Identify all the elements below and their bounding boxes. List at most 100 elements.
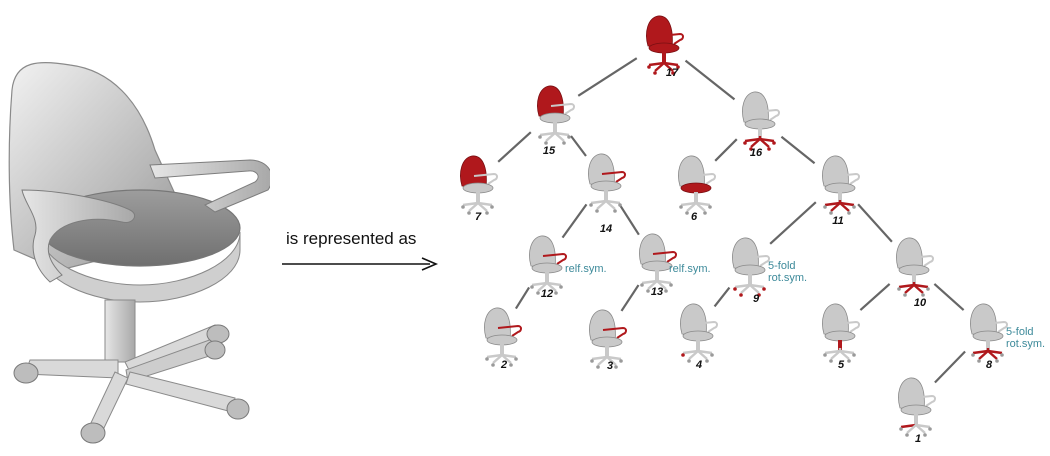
chair-icon-seat — [462, 182, 494, 194]
chair-icon-leg — [663, 61, 679, 67]
chair-icon-leg — [682, 349, 699, 355]
chair-icon-seat — [900, 404, 932, 416]
chair-icon-leg — [898, 283, 915, 289]
chair-icon-leg — [546, 282, 557, 292]
chair-icon-arm — [745, 254, 770, 267]
chair-icon-wheel — [923, 433, 927, 437]
node-label-6: 6 — [691, 211, 698, 223]
chair-icon-leg — [545, 132, 556, 142]
annotation-13: relf.sym. — [669, 263, 711, 275]
chair-icon-wheel — [897, 287, 901, 291]
chair-icon-leg — [744, 137, 761, 143]
chair-icon-wheel — [536, 291, 540, 295]
chair-icon-wheel — [590, 359, 594, 363]
chair-icon-wheel — [589, 203, 593, 207]
chair-icon-leg — [605, 200, 616, 210]
arrow — [282, 257, 439, 271]
chair-icon-wheel — [749, 147, 753, 151]
tree-node-14: 14 — [588, 153, 626, 235]
node-label-9: 9 — [753, 293, 760, 305]
chair-icon-arm — [602, 326, 627, 339]
chair-icon-wheel — [491, 363, 495, 367]
chair-icon-wheel — [669, 283, 673, 287]
chair-icon-leg — [486, 353, 503, 359]
tree-node-11: 11 — [822, 155, 860, 227]
chair-icon-wheel — [514, 357, 518, 361]
chair-icon-wheel — [995, 359, 999, 363]
chair-icon-pole — [696, 340, 700, 350]
chair-icon-wheel — [544, 141, 548, 145]
node-label-11: 11 — [832, 215, 843, 227]
node-label-16: 16 — [750, 147, 763, 159]
chair-icon-seat — [590, 180, 622, 192]
chair-icon-seat — [824, 182, 856, 194]
node-label-7: 7 — [475, 211, 482, 223]
chair-icon-pole — [605, 346, 609, 356]
tree-node-1: 1 — [898, 377, 936, 445]
tree-node-13: 13 — [639, 233, 677, 298]
chair-icon-back — [537, 85, 564, 119]
chair-seat-side — [39, 231, 241, 303]
chair-icon-leg — [830, 350, 841, 360]
chair-icon-arm — [911, 394, 936, 407]
tree-edge-11-9 — [769, 201, 817, 245]
chair-icon-seat — [648, 42, 680, 54]
chair-icon-wheel — [905, 433, 909, 437]
tree-edge-16-6 — [714, 138, 738, 162]
chair-icon-leg — [697, 350, 708, 360]
chair-icon-wheel — [640, 283, 644, 287]
chair-icon-wheel — [739, 293, 743, 297]
chair-icon-wheel — [1000, 353, 1004, 357]
chair-icon-wheel — [562, 141, 566, 145]
chair-icon-seat — [734, 264, 766, 276]
chair-icon-back — [646, 15, 673, 49]
chair-icon-leg — [539, 131, 556, 137]
node-label-4: 4 — [695, 359, 702, 371]
chair-icon-leg — [468, 202, 479, 212]
chair-icon-back — [822, 155, 849, 189]
chair-icon-wheel — [772, 141, 776, 145]
chair-icon-back — [529, 235, 556, 269]
chair-icon-back — [589, 309, 616, 343]
chair-icon-leg — [987, 349, 1003, 355]
chair-icon-pole — [838, 192, 842, 202]
chair-icon-pole — [914, 414, 918, 424]
annotation-line: rot.sym. — [768, 272, 807, 284]
chair-icon-wheel — [485, 211, 489, 215]
chair-icon-leg — [697, 349, 713, 355]
chair-wheels — [13, 324, 250, 444]
chair-icon-wheel — [676, 65, 680, 69]
chair-icon-wheel — [926, 287, 930, 291]
chair-icon-pole — [553, 122, 557, 132]
chair-icon-leg — [686, 202, 697, 212]
chair-icon-leg — [900, 423, 917, 429]
chair-icon-leg — [839, 350, 850, 360]
chair-icon-wheel — [679, 205, 683, 209]
tree-edge-11-10 — [857, 203, 893, 243]
chair-icon-wheel — [613, 209, 617, 213]
tree-node-12: 12 — [529, 235, 567, 300]
chair-icon-wheel — [903, 293, 907, 297]
annotation-line: 5-fold — [1006, 326, 1034, 338]
chair-icon-pole — [604, 190, 608, 200]
chair-icon-back — [742, 91, 769, 125]
tree-edge-14-13 — [619, 204, 640, 236]
chair-icon-wheel — [762, 287, 766, 291]
chair-icon-arm — [601, 170, 626, 183]
chair-icon-arm — [659, 32, 684, 45]
chair-icon-pole — [838, 340, 842, 350]
chair-icon-back — [484, 307, 511, 341]
chair-icon-back — [896, 237, 923, 271]
chair-icon-pole — [476, 192, 480, 202]
chair-icon-leg — [654, 62, 665, 72]
chair-icon-wheel — [703, 211, 707, 215]
chair-icon-wheel — [899, 427, 903, 431]
chair-armrest-left — [21, 189, 135, 283]
chair-icon-arm — [652, 250, 677, 263]
chair-icon-pole — [545, 272, 549, 282]
chair-icon-wheel — [743, 141, 747, 145]
